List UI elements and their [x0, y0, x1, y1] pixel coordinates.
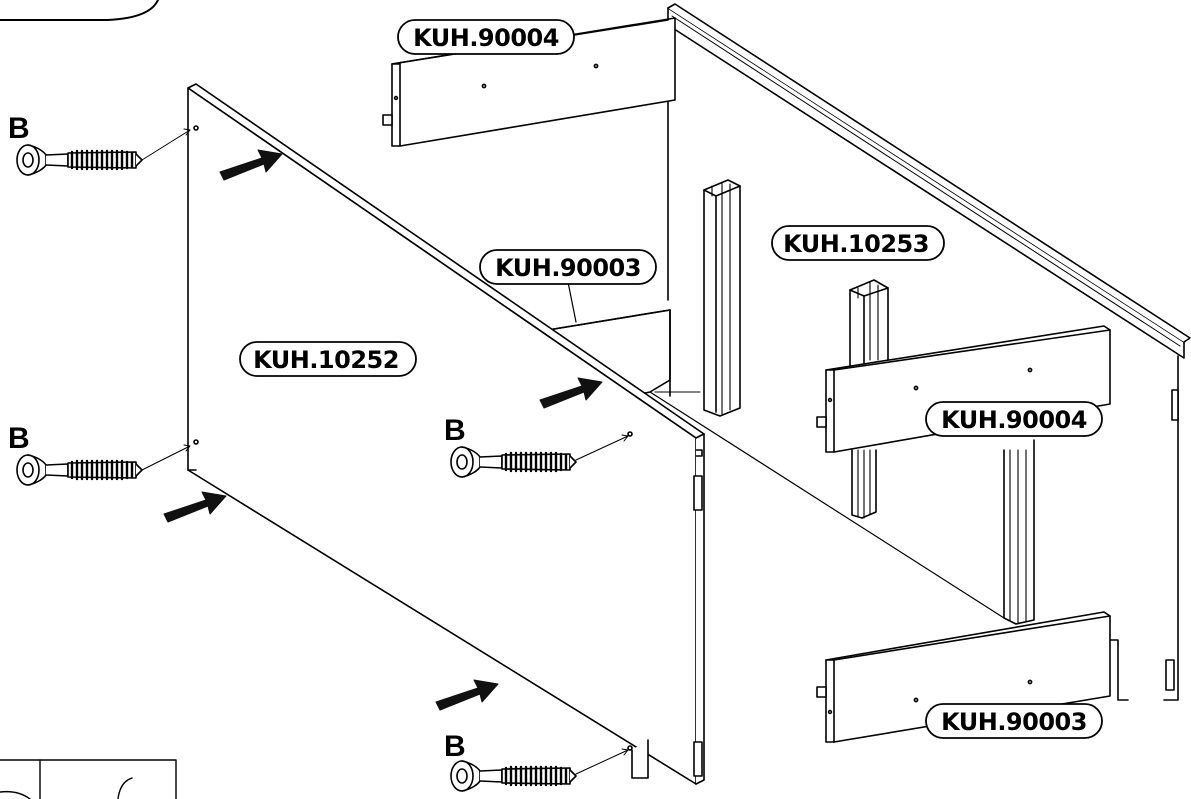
screw-bottom — [449, 748, 629, 793]
right-bottom-rail — [816, 611, 1129, 743]
svg-text:KUH.90004: KUH.90004 — [941, 406, 1087, 434]
label-top-back-rail: KUH.90004 — [397, 19, 575, 55]
detail-inset — [0, 759, 177, 799]
screw-label-bottom: B — [444, 730, 466, 763]
screw-label-center: B — [444, 414, 466, 447]
right-profile — [849, 279, 889, 519]
right-top-rail — [816, 325, 1111, 453]
svg-text:KUH.90004: KUH.90004 — [413, 24, 559, 52]
svg-text:KUH.90003: KUH.90003 — [495, 254, 641, 282]
insert-arrow-4 — [435, 679, 499, 711]
svg-text:KUH.10253: KUH.10253 — [783, 230, 929, 258]
screw-center — [449, 434, 629, 479]
label-side-panel: KUH.10252 — [239, 341, 417, 377]
screw-mid-left — [15, 444, 191, 487]
screw-top-left — [15, 128, 191, 177]
side-panel — [187, 83, 705, 785]
callout-frame-edge — [0, 0, 159, 21]
label-right-top-rail: KUH.90004 — [925, 401, 1103, 437]
left-profile — [703, 179, 741, 417]
svg-text:KUH.90003: KUH.90003 — [941, 708, 1087, 736]
insert-arrow-3 — [163, 491, 227, 523]
label-right-bottom-rail: KUH.90003 — [925, 703, 1103, 739]
svg-text:KUH.10252: KUH.10252 — [253, 346, 399, 374]
label-center-rail: KUH.90003 — [479, 249, 657, 285]
center-post — [1003, 439, 1035, 625]
label-right-profile: KUH.10253 — [771, 225, 945, 261]
screw-label-mid-left: B — [8, 422, 30, 455]
screw-label-top-left: B — [8, 112, 30, 145]
